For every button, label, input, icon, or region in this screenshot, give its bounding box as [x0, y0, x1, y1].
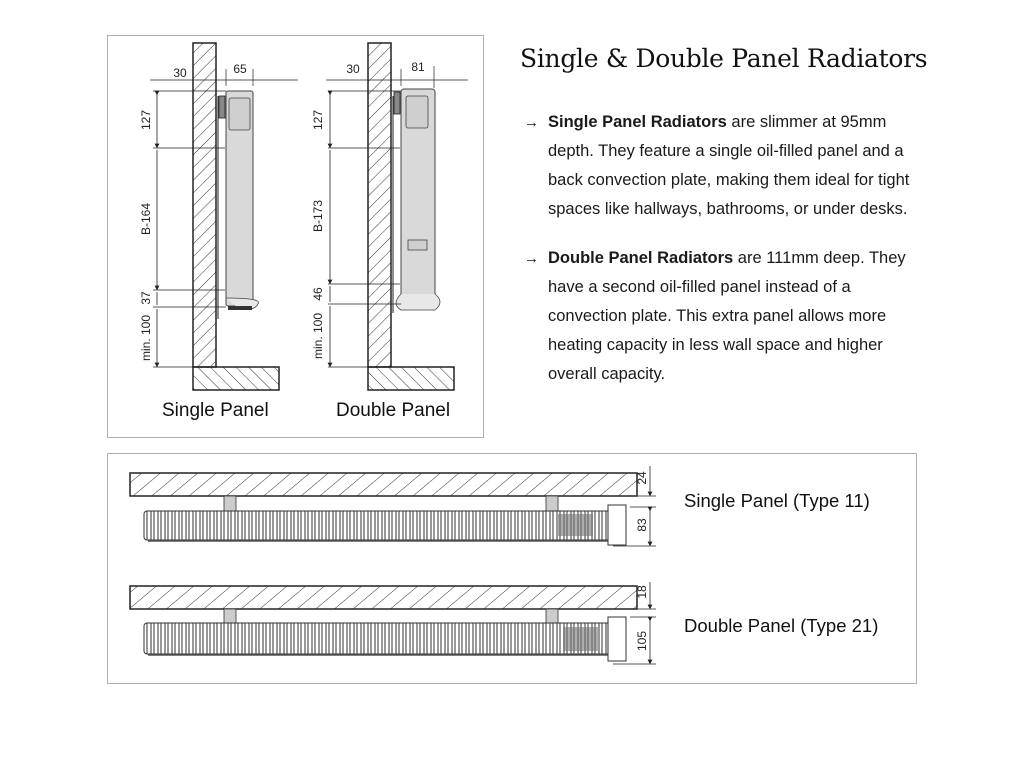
side-view-diagram-box: 30 65 127 B-164 37 min. 100	[107, 35, 484, 438]
double-panel-type-label: Double Panel (Type 21)	[684, 615, 879, 636]
arrow-right-icon: →	[524, 250, 539, 267]
bullet-double-panel: → Double Panel Radiators are 111mm deep.…	[524, 244, 924, 389]
page-title: Single & Double Panel Radiators	[520, 44, 928, 73]
double-panel-caption: Double Panel	[336, 400, 451, 421]
bullet-heading: Single Panel Radiators	[548, 113, 727, 131]
dim-depth-double-top: 105	[635, 631, 649, 651]
dim-top-double: 127	[311, 110, 325, 130]
dim-depth-single: 65	[233, 62, 247, 76]
dim-wall-gap-double: 30	[346, 62, 360, 76]
dim-depth-single-top: 83	[635, 518, 649, 532]
bullet-single-panel: → Single Panel Radiators are slimmer at …	[524, 108, 924, 224]
single-panel-side-drawing: 30 65 127 B-164 37 min. 100	[139, 42, 298, 391]
dim-bottom-double: 46	[311, 287, 325, 301]
single-panel-top-drawing: 24 83	[129, 466, 656, 547]
dim-bottom-single: 37	[139, 291, 153, 305]
top-view-diagram: 24 83 18 105	[129, 466, 656, 665]
arrow-right-icon: →	[524, 114, 539, 131]
top-view-diagram-box: 24 83 18 105 Single Panel (Type 11) Doub…	[107, 453, 917, 684]
single-panel-caption: Single Panel	[162, 400, 269, 421]
dim-floor-double: min. 100	[311, 313, 325, 359]
side-view-diagram: 30 65 127 B-164 37 min. 100	[139, 42, 468, 391]
dim-middle-double: B-173	[311, 200, 325, 232]
dim-floor-single: min. 100	[139, 315, 153, 361]
bullet-text: are slimmer at 95mm depth. They feature …	[548, 113, 910, 218]
dim-top-single: 127	[139, 110, 153, 130]
dim-wall-gap-single: 30	[173, 66, 187, 80]
description-list: → Single Panel Radiators are slimmer at …	[524, 108, 924, 409]
dim-wall-double-top: 18	[635, 585, 649, 599]
dim-middle-single: B-164	[139, 203, 153, 235]
bullet-heading: Double Panel Radiators	[548, 249, 734, 267]
single-panel-type-label: Single Panel (Type 11)	[684, 490, 870, 511]
dim-wall-single-top: 24	[635, 471, 649, 485]
bullet-text: are 111mm deep. They have a second oil-f…	[548, 249, 906, 383]
double-panel-side-drawing: 30 81 127 B-173 46 min. 100	[311, 42, 468, 391]
dim-depth-double: 81	[411, 60, 425, 74]
double-panel-top-drawing: 18 105	[129, 582, 656, 665]
